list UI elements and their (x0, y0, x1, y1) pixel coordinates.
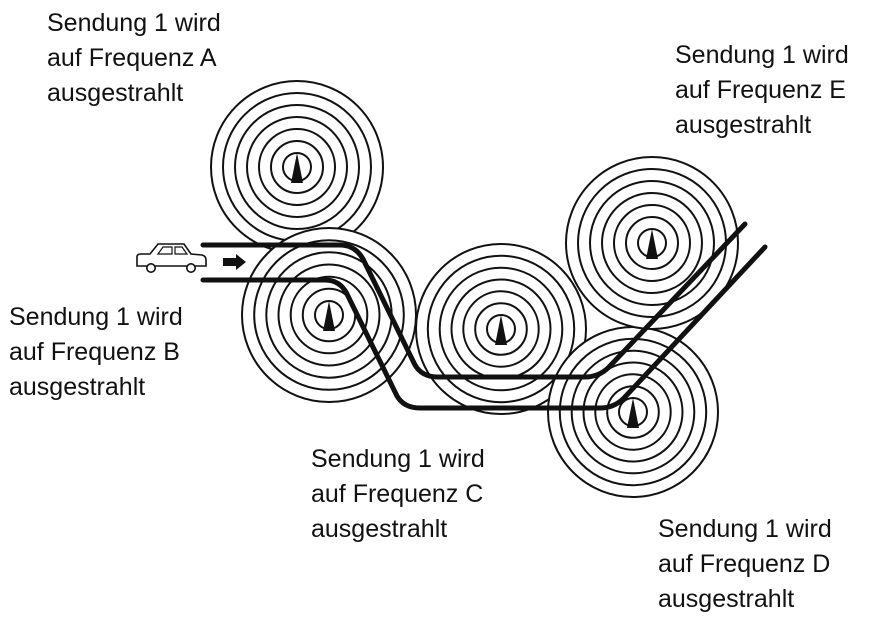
signal-ring (246, 116, 348, 218)
label-line: auf Frequenz B (9, 338, 180, 366)
direction-arrow-icon (223, 254, 246, 270)
transmitter-icon-c (495, 315, 507, 345)
signal-ring (270, 140, 324, 194)
signal-ring (582, 361, 684, 463)
label-line: Sendung 1 wird (47, 9, 221, 37)
transmitter-icon-a (291, 153, 303, 183)
label-line: ausgestrahlt (675, 111, 812, 139)
label-line: Sendung 1 wird (675, 41, 849, 69)
label-line: auf Frequenz A (47, 44, 217, 72)
transmitter-icon-d (627, 398, 639, 428)
signal-ring (426, 254, 576, 404)
transmitter-icon (323, 301, 335, 331)
transmitter-icon (627, 398, 639, 428)
signal-ring (438, 266, 564, 392)
label-line: ausgestrahlt (311, 515, 448, 543)
label-line: Sendung 1 wird (658, 515, 832, 543)
transmitter-icon-e (646, 229, 658, 259)
label-frequency-d: Sendung 1 wird auf Frequenz D ausgestrah… (658, 512, 832, 617)
transmitter-icon-b (323, 301, 335, 331)
label-line: Sendung 1 wird (311, 445, 485, 473)
signal-ring (594, 373, 672, 451)
signal-ring (234, 104, 360, 230)
signal-ring (253, 239, 405, 391)
signal-ring (277, 263, 381, 367)
label-line: ausgestrahlt (9, 373, 146, 401)
car-icon (136, 243, 207, 273)
label-frequency-b: Sendung 1 wird auf Frequenz B ausgestrah… (9, 300, 183, 405)
road-lower-edge (200, 244, 768, 411)
road (200, 221, 768, 411)
signal-ring (625, 216, 679, 270)
label-line: auf Frequenz C (311, 480, 484, 508)
label-frequency-c: Sendung 1 wird auf Frequenz C ausgestrah… (311, 442, 485, 547)
label-line: auf Frequenz D (658, 550, 831, 578)
label-frequency-a: Sendung 1 wird auf Frequenz A ausgestrah… (47, 6, 221, 111)
signal-ring (474, 302, 528, 356)
transmitter-icon (646, 229, 658, 259)
label-line: ausgestrahlt (47, 79, 184, 107)
signal-ring (570, 349, 696, 475)
signal-ring (258, 128, 336, 206)
signal-ring (613, 204, 691, 282)
signal-ring (589, 180, 715, 306)
signal-ring (601, 192, 703, 294)
transmitter-icon (495, 315, 507, 345)
transmitter-icon (291, 153, 303, 183)
signal-ring (289, 275, 369, 355)
label-line: Sendung 1 wird (9, 303, 183, 331)
label-line: ausgestrahlt (658, 585, 795, 613)
road-upper-edge (200, 221, 748, 380)
label-line: auf Frequenz E (675, 76, 846, 104)
label-frequency-e: Sendung 1 wird auf Frequenz E ausgestrah… (675, 38, 849, 143)
signal-ring (462, 290, 540, 368)
